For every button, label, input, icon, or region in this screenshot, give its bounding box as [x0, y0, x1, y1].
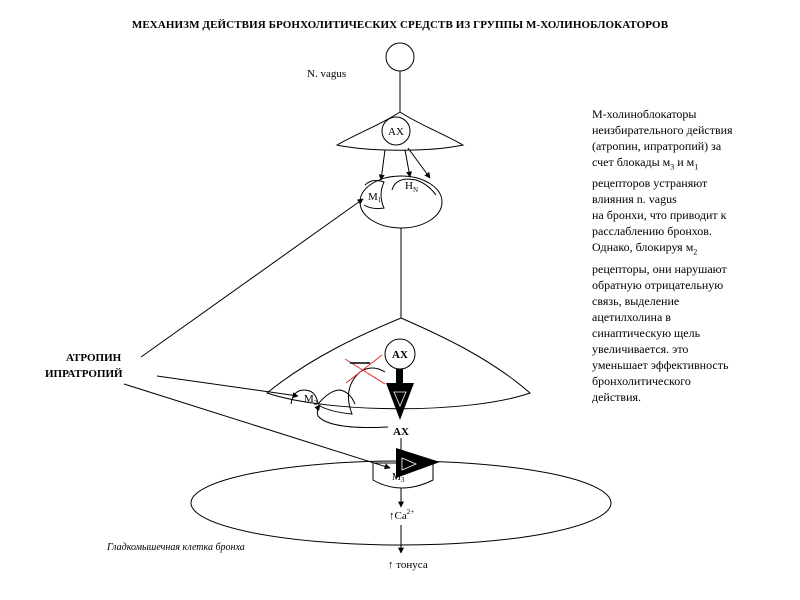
ach-release-arrowhead [386, 383, 414, 420]
side-line: рецепторы, они нарушают [592, 261, 727, 276]
side-line: счет блокады м3 и м1 [592, 155, 699, 172]
block-cross-2 [345, 354, 383, 384]
drug-ipratropium: ИПРАТРОПИЙ [45, 368, 123, 380]
drug-atropine: АТРОПИН [66, 352, 122, 364]
side-line: бронхолитического [592, 373, 691, 388]
ach-arrow-hn [404, 149, 412, 178]
ach-label-mid: АХ [392, 349, 408, 361]
side-line: обратную отрицательную [592, 277, 724, 292]
ach-arrow-hn-2 [407, 147, 431, 179]
hn-receptor [391, 178, 437, 196]
side-line: синаптическую щель [592, 325, 701, 340]
m1-label: M1 [368, 191, 382, 204]
m3-ach-arrowhead [396, 448, 440, 478]
ach-label-top: АХ [388, 126, 404, 138]
m1-receptor [363, 180, 385, 210]
cleft-to-m2-arrow [314, 404, 389, 428]
ach-release-arrowhead-inner [393, 391, 407, 408]
ca-label: ↑Ca2+ [389, 508, 414, 522]
m2-feedback-path [317, 367, 386, 415]
m3-label: M3 [392, 472, 405, 484]
side-line: уменьшает эффективность [592, 357, 729, 372]
side-line: связь, выделение [592, 293, 680, 308]
m3-ach-arrowhead-inner [401, 457, 418, 471]
neuron-soma [385, 42, 415, 72]
side-line: М-холиноблокаторы [592, 107, 697, 121]
m2-label: M2 [304, 393, 318, 407]
drug-arrow-m1 [140, 198, 364, 358]
drug-arrow-m3 [123, 383, 391, 470]
side-line: увеличивается. это [592, 341, 689, 356]
side-line: Однако, блокируя м2 [592, 240, 698, 257]
ach-release-bar [396, 369, 403, 383]
drug-arrow-m2 [156, 375, 299, 399]
description-text: М-холиноблокаторы неизбирательного дейст… [592, 106, 792, 405]
ganglion-terminal [335, 111, 465, 151]
page-title: МЕХАНИЗМ ДЕЙСТВИЯ БРОНХОЛИТИЧЕСКИХ СРЕДС… [131, 19, 669, 31]
side-line: рецепторов устраняют [592, 176, 708, 191]
side-line: действия. [592, 389, 642, 404]
ach-vesicle-top [381, 116, 411, 146]
side-line: на бронхи, что приводит к [592, 208, 727, 223]
side-line: неизбирательного действия [592, 123, 733, 137]
m2-receptor-cap [317, 389, 356, 405]
side-line: влияния n. vagus [592, 192, 677, 207]
n-vagus-label: N. vagus [307, 68, 346, 80]
hn-label: HN [405, 180, 418, 194]
tonus-label: ↑ тонуса [388, 559, 428, 571]
side-line: расслаблению бронхов. [592, 224, 712, 239]
ach-cleft-label: АХ [393, 426, 409, 438]
side-line: (атропин, ипратропий) за [592, 139, 722, 153]
cell-label: Гладкомышечная клетка бронха [106, 542, 245, 553]
ach-arrow-m1 [378, 149, 386, 181]
side-line: ацетилхолина в [592, 309, 671, 324]
